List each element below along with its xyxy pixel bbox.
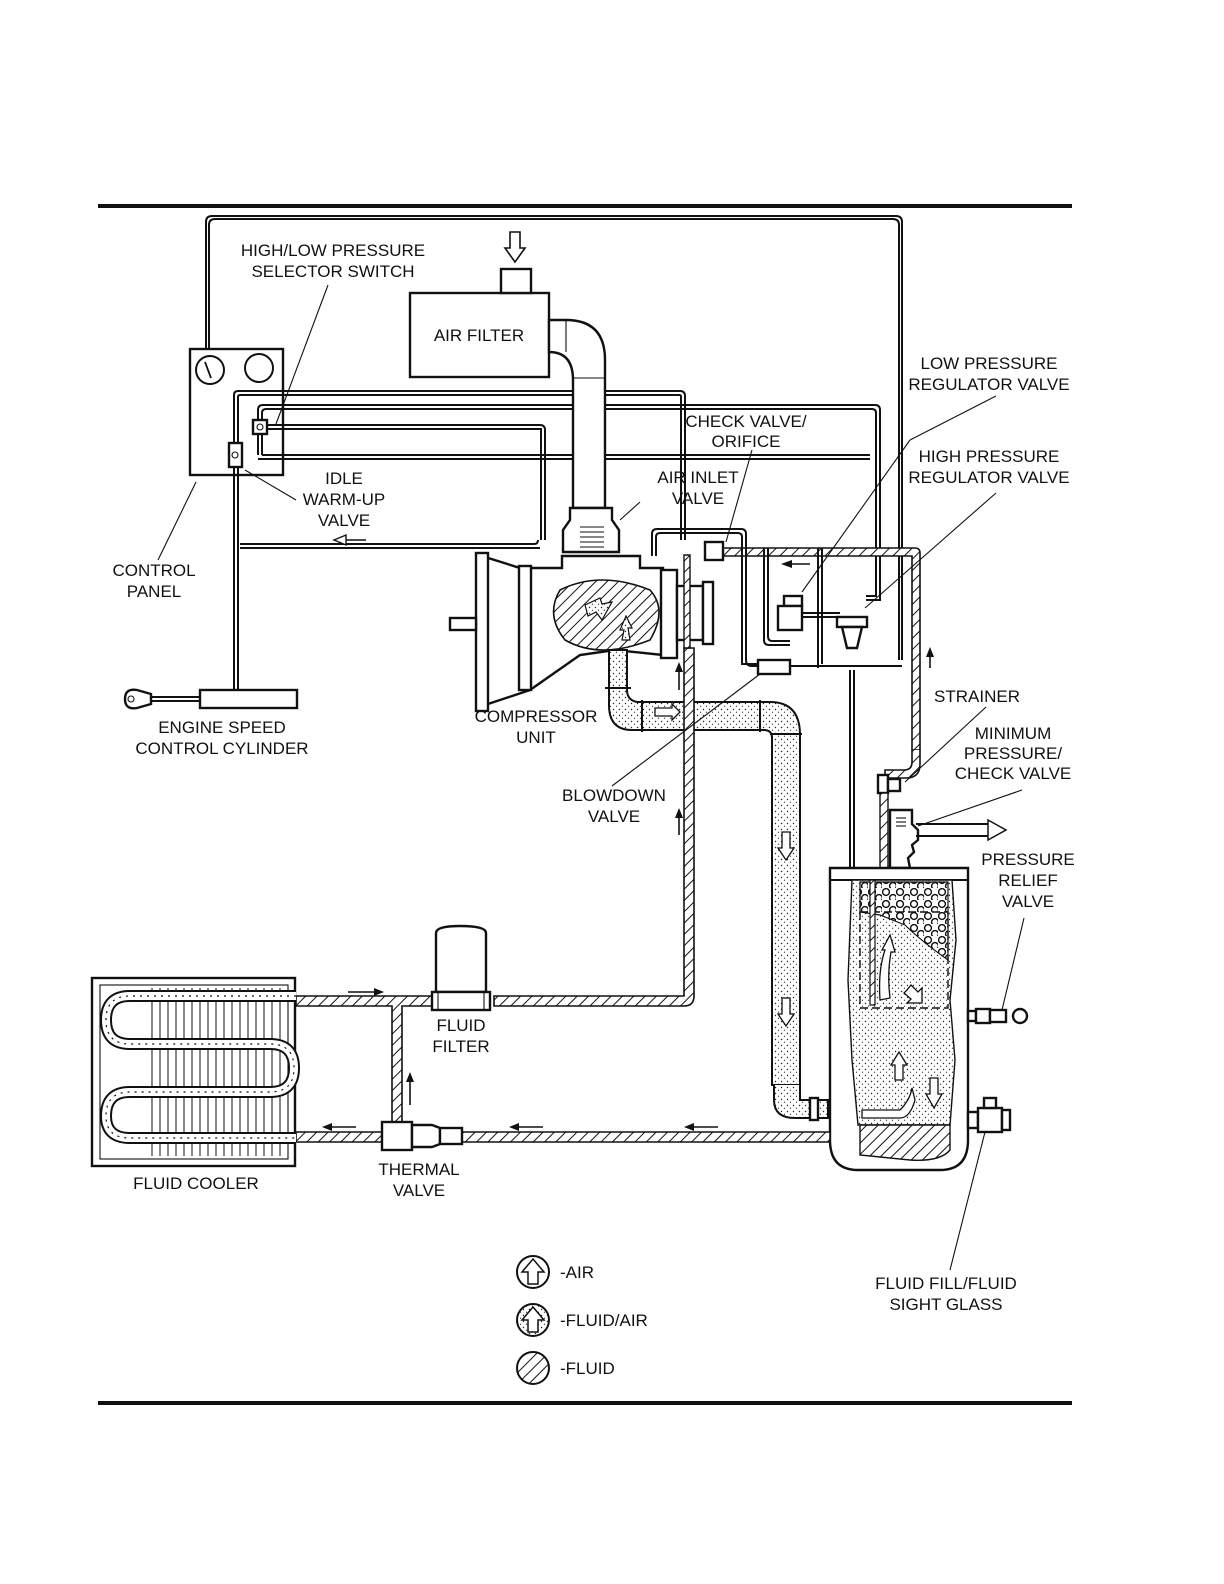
- air-inlet-valve: [561, 506, 621, 554]
- check-valve-orifice: [703, 540, 725, 562]
- air-arrow-icon: [516, 1255, 550, 1289]
- fluid-filter: [430, 924, 492, 1012]
- air-filter: [408, 231, 551, 379]
- label-strainer: STRAINER: [934, 687, 1020, 706]
- flow-arrow-left: [332, 533, 366, 547]
- legend-label-air: -AIR: [560, 1263, 594, 1282]
- thermal-valve: [380, 1120, 464, 1152]
- low-pressure-regulator-valve: [776, 594, 804, 632]
- discharge-pipe: [605, 649, 829, 1122]
- blowdown-valve: [756, 658, 792, 676]
- leader-lines: [157, 284, 1025, 1271]
- compressor-unit: [448, 551, 715, 713]
- high-pressure-regulator-valve: [835, 615, 869, 650]
- air-intake-arrow-icon: [503, 231, 527, 264]
- fluid-air-arrow-icon: [584, 597, 614, 622]
- air-duct: [547, 318, 607, 510]
- label-air-filter: AIR FILTER: [434, 326, 524, 345]
- selector-switch: [251, 418, 269, 436]
- legend-label-fluid-air: -FLUID/AIR: [560, 1311, 648, 1330]
- fluid-injection-line: [493, 554, 695, 1007]
- legend-item-fluid: -FLUID: [516, 1351, 615, 1385]
- flow-arrow-down-icon: [776, 997, 796, 1028]
- fluid-cooler: [90, 976, 301, 1168]
- fluid-hatch-icon: [516, 1351, 550, 1385]
- legend: -AIR -FLUID/AIR -FLUID: [516, 1255, 648, 1385]
- label-fluid-cooler: FLUID COOLER: [133, 1174, 259, 1193]
- exhaust-arrow-icon: [987, 818, 1008, 842]
- legend-item-fluid-air: -FLUID/AIR: [516, 1303, 648, 1337]
- rotor: [552, 579, 660, 651]
- legend-item-air: -AIR: [516, 1255, 594, 1289]
- gauge-line: [205, 215, 903, 660]
- service-line: [651, 528, 934, 870]
- control-lines: [233, 390, 881, 692]
- top-rule: [98, 204, 1072, 208]
- engine-speed-control-cylinder: [123, 688, 299, 710]
- fluid-return-line: [295, 988, 831, 1143]
- label-check-valve-orifice: CHECK VALVE/ORIFICE: [685, 412, 807, 451]
- idle-warmup-valve: [227, 441, 244, 469]
- separator-tank: [828, 866, 1029, 1172]
- tach-gauge-icon: [244, 353, 274, 383]
- flow-arrow-down-icon: [776, 831, 796, 862]
- legend-label-fluid: -FLUID: [560, 1359, 615, 1378]
- flow-arrow-right-icon: [654, 702, 681, 722]
- pressure-gauge-icon: [195, 355, 225, 385]
- bottom-rule: [98, 1401, 1072, 1405]
